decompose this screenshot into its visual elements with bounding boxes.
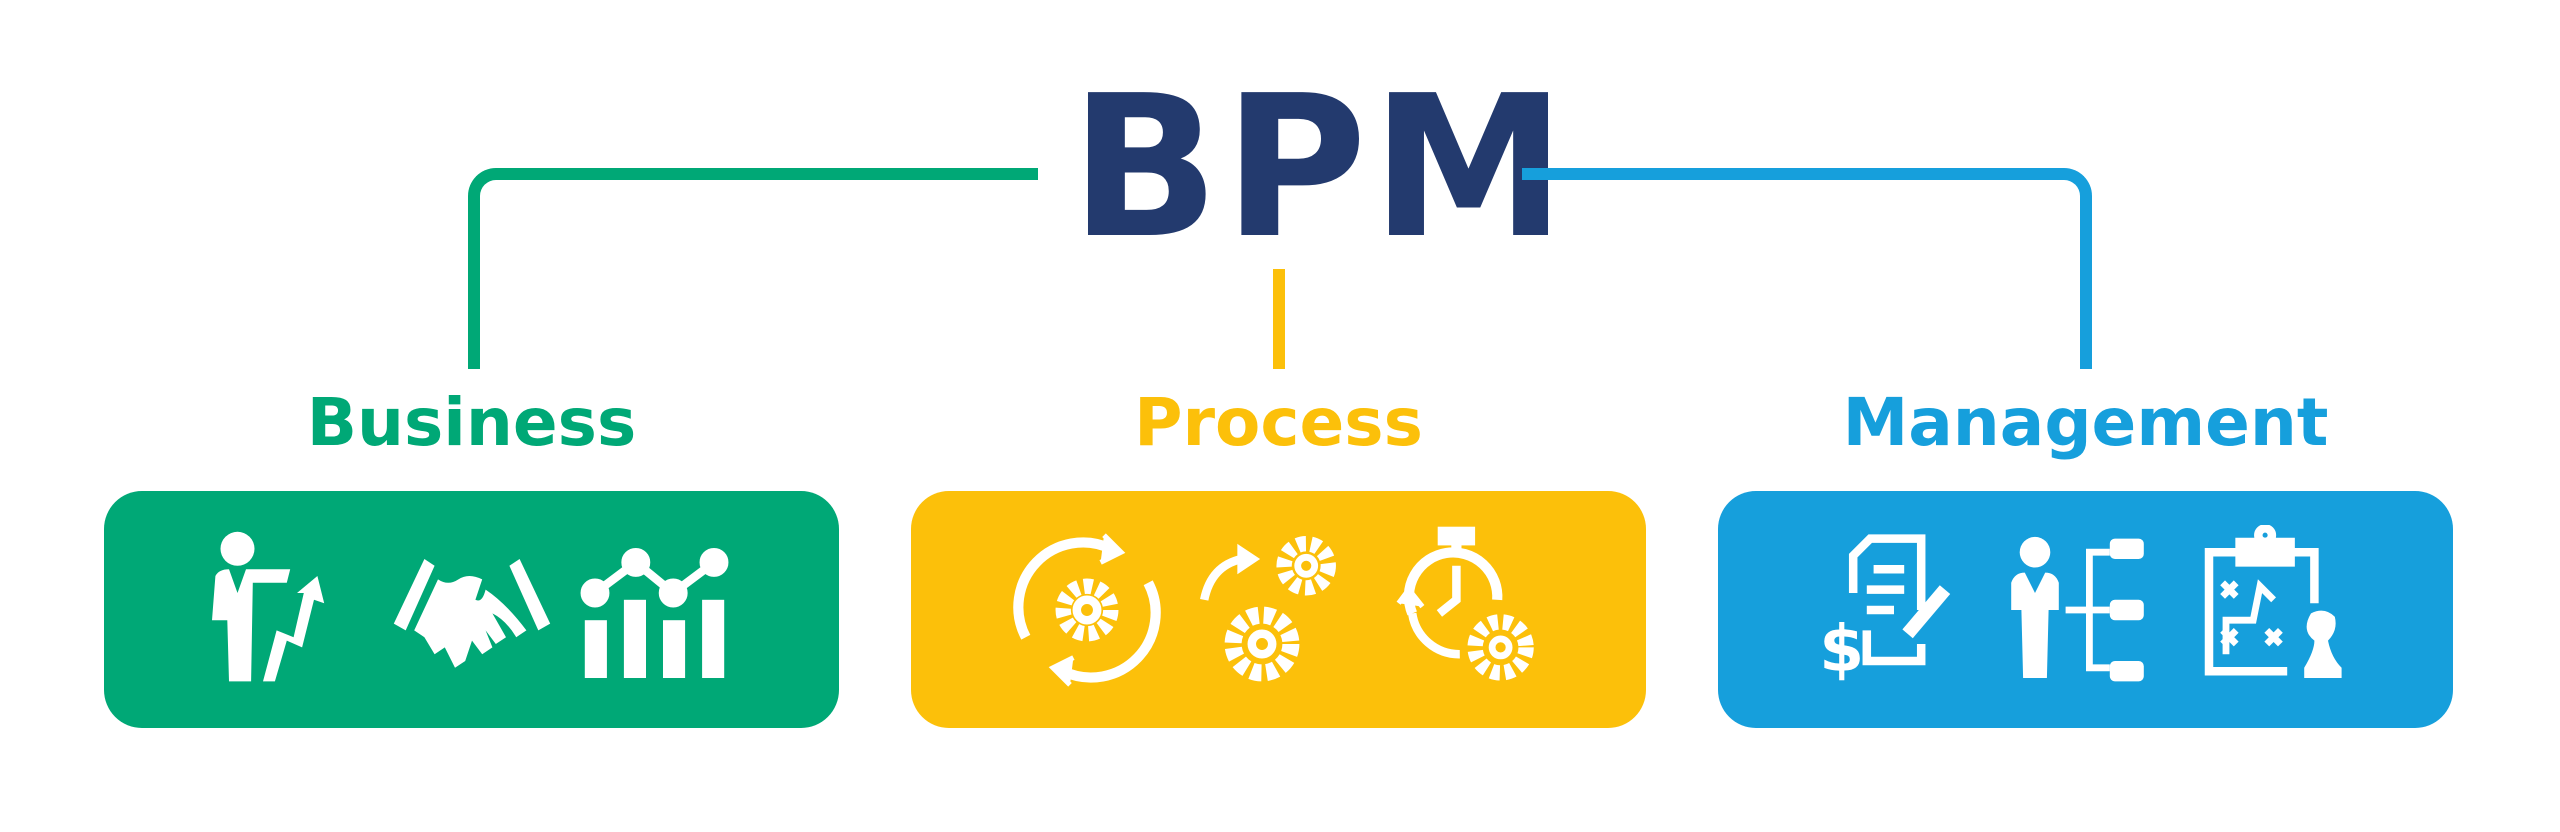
business-label: Business xyxy=(306,384,637,461)
business-connector xyxy=(468,168,1038,369)
org-chart-icon xyxy=(2001,525,2171,695)
process-connector xyxy=(1273,269,1285,369)
svg-text:$: $ xyxy=(1819,612,1864,687)
business-box xyxy=(104,491,839,728)
strategy-board-icon xyxy=(2192,523,2362,695)
gear-cycle-icon xyxy=(1002,525,1172,695)
handshake-icon xyxy=(387,525,557,695)
management-label: Management xyxy=(1842,384,2329,461)
bpm-title: BPM xyxy=(1070,54,1571,282)
budget-document-icon: $ xyxy=(1809,525,1979,695)
process-label: Process xyxy=(1134,384,1423,461)
management-box: $ xyxy=(1718,491,2453,728)
businessman-growth-icon xyxy=(195,525,365,695)
process-box xyxy=(911,491,1646,728)
bar-line-chart-icon xyxy=(578,525,748,695)
gear-clock-icon xyxy=(1385,525,1555,695)
gears-icon xyxy=(1194,525,1364,695)
management-connector xyxy=(1522,168,2092,369)
